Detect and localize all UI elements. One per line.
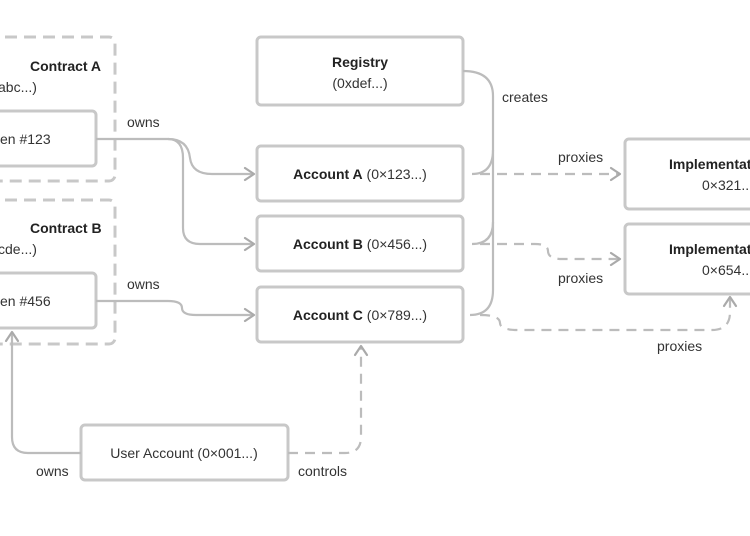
- arrowhead-implementation-2: [609, 251, 622, 267]
- account-c-box[interactable]: [255, 285, 465, 344]
- account-b-address: (0×456...): [363, 236, 427, 252]
- implementation-1-address: 0×321...: [702, 177, 750, 193]
- token-456-label: en #456: [0, 293, 51, 309]
- edge-token456-to-account-c: [96, 299, 254, 317]
- account-b-label: Account B (0×456...): [293, 236, 427, 252]
- edge-user-owns-token456: [10, 332, 81, 455]
- edge-user-controls-account-c: [288, 346, 363, 455]
- account-c-title: Account C: [293, 307, 363, 323]
- label-controls: controls: [298, 463, 347, 479]
- implementation-2-address: 0×654...: [702, 262, 750, 278]
- account-c-label: Account C (0×789...): [293, 307, 427, 323]
- contract-a-address: abc...): [0, 79, 37, 95]
- user-account-label: User Account (0×001...): [110, 445, 257, 461]
- edge-token123-to-account-b: [167, 137, 254, 246]
- contract-b-group: [0, 198, 117, 346]
- implementation-1-box[interactable]: [623, 137, 750, 211]
- arrowhead-token456: [4, 330, 20, 343]
- label-owns-3: owns: [36, 463, 69, 479]
- token-123-label: en #123: [0, 131, 51, 147]
- contract-b-address: cde...): [0, 241, 37, 257]
- edge-creates-account-b: [471, 221, 495, 246]
- account-b-title: Account B: [293, 236, 363, 252]
- implementation-1-title: Implementat: [669, 156, 750, 172]
- label-proxies-1: proxies: [558, 149, 603, 165]
- account-a-address: (0×123...): [363, 166, 427, 182]
- edge-token123-to-account-a: [96, 137, 254, 176]
- registry-address: (0xdef...): [332, 75, 387, 91]
- account-b-box[interactable]: [255, 214, 465, 273]
- label-proxies-2: proxies: [558, 270, 603, 286]
- edge-account-b-proxies: [480, 242, 620, 261]
- registry-title: Registry: [332, 54, 388, 70]
- arrowhead-implementation-2-bottom: [722, 295, 738, 308]
- implementation-2-title: Implementat: [669, 241, 750, 257]
- contract-b-title: Contract B: [30, 220, 102, 236]
- account-a-box[interactable]: [255, 144, 465, 203]
- arrowhead-account-c: [243, 307, 256, 323]
- contract-a-title: Contract A: [30, 58, 101, 74]
- label-owns-2: owns: [127, 276, 160, 292]
- arrowhead-account-a: [243, 166, 256, 182]
- implementation-2-box[interactable]: [623, 222, 750, 296]
- edge-registry-creates: [462, 69, 495, 317]
- contract-a-group: [0, 35, 117, 183]
- account-c-address: (0×789...): [363, 307, 427, 323]
- account-a-title: Account A: [293, 166, 362, 182]
- label-proxies-3: proxies: [657, 338, 702, 354]
- label-owns-1: owns: [127, 114, 160, 130]
- account-a-label: Account A (0×123...): [293, 166, 427, 182]
- edge-account-c-proxies: [479, 298, 732, 332]
- label-creates: creates: [502, 89, 548, 105]
- arrowhead-account-b: [243, 236, 256, 252]
- registry-box[interactable]: [255, 35, 465, 107]
- arrowhead-account-c-bottom: [353, 344, 369, 357]
- edge-creates-account-a: [471, 149, 495, 176]
- arrowhead-implementation-1: [609, 166, 622, 182]
